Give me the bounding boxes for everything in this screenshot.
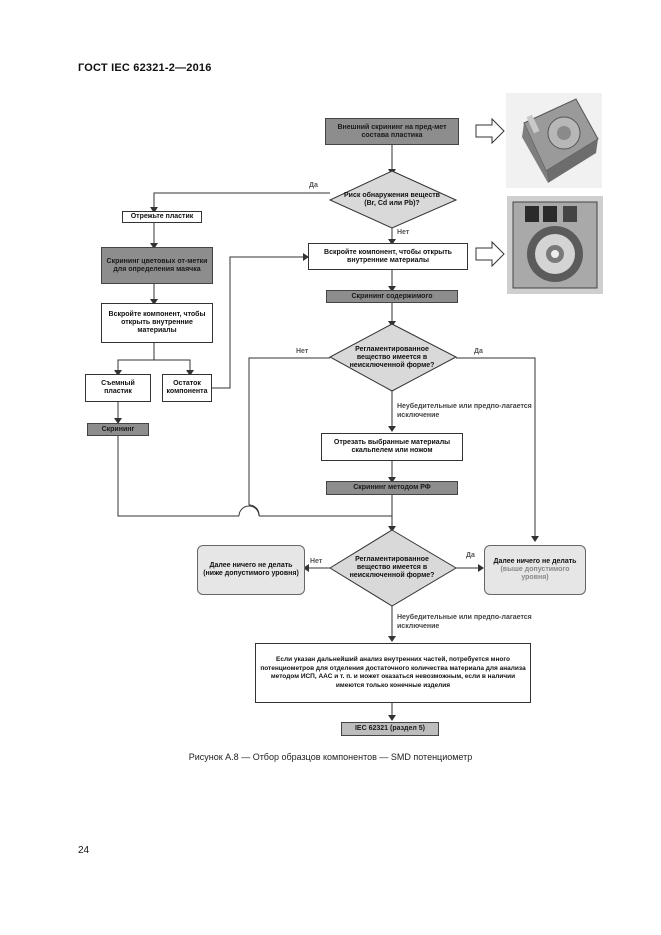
label-no-d2: Нет <box>296 348 309 355</box>
decision-diamond-2 <box>328 323 458 392</box>
open-component-main-box: Вскройте компонент, чтобы открыть внутре… <box>308 243 468 270</box>
screen-content-box: Скрининг содержимого <box>326 290 458 303</box>
do-nothing-above-sub: (выше допустимого уровня) <box>500 566 570 581</box>
potentiometer-photo-opened <box>507 196 603 294</box>
open-component-left-box: Вскройте компонент, чтобы открыть внутре… <box>101 303 213 343</box>
do-nothing-below-sub: (ниже допустимого уровня) <box>203 570 299 577</box>
removable-plastic-box: Съемный пластик <box>85 374 151 402</box>
do-nothing-below-box: Далее ничего не делать (ниже допустимого… <box>197 545 305 595</box>
photo-arrow-1 <box>475 117 505 145</box>
decision-diamond-3 <box>329 529 457 607</box>
component-remainder-box: Остаток компонента <box>162 374 212 402</box>
decision-1-text: Риск обнаружения веществ (Br, Cd или Pb)… <box>344 192 440 207</box>
do-nothing-below-main: Далее ничего не делать <box>209 562 293 569</box>
photo-arrow-2 <box>475 240 505 268</box>
do-nothing-above-box: Далее ничего не делать (выше допустимого… <box>484 545 586 595</box>
label-yes-d3: Да <box>466 552 475 559</box>
start-external-screening: Внешний скрининг на пред-мет состава пла… <box>325 118 459 145</box>
label-uncertain-d3: Неубедительные или предпо-лагается исклю… <box>397 614 532 630</box>
potentiometer-photo-top <box>506 93 602 188</box>
label-no-d3: Нет <box>310 558 323 565</box>
label-yes-d2: Да <box>474 348 483 355</box>
document-header: ГОСТ IEC 62321-2—2016 <box>78 62 212 74</box>
end-iec-62321-box: IEC 62321 (раздел 5) <box>341 722 439 736</box>
do-nothing-above-main: Далее ничего не делать <box>493 558 577 565</box>
decision-3-text: Регламентированное вещество имеется в не… <box>349 556 435 579</box>
cut-selected-materials-box: Отрезать выбранные материалы скальпелем … <box>321 433 463 461</box>
further-analysis-note-box: Если указан дальнейший анализ внутренних… <box>255 643 531 703</box>
label-no-d1: Нет <box>397 229 410 236</box>
label-yes-d1: Да <box>309 182 318 189</box>
screening-small-box: Скрининг <box>87 423 149 436</box>
xrf-screening-box: Скрининг методом РФ <box>326 481 458 495</box>
screen-color-marks-box: Скрининг цветовых от-метки для определен… <box>101 247 213 284</box>
figure-caption: Рисунок А.8 — Отбор образцов компонентов… <box>188 752 473 762</box>
page-number: 24 <box>78 845 90 856</box>
decision-diamond-1 <box>328 170 458 229</box>
decision-2-text: Регламентированное вещество имеется в не… <box>349 346 435 369</box>
cut-plastic-box: Отрежьте пластик <box>122 211 202 223</box>
label-uncertain-d2: Неубедительные или предпо-лагается исклю… <box>397 403 532 419</box>
